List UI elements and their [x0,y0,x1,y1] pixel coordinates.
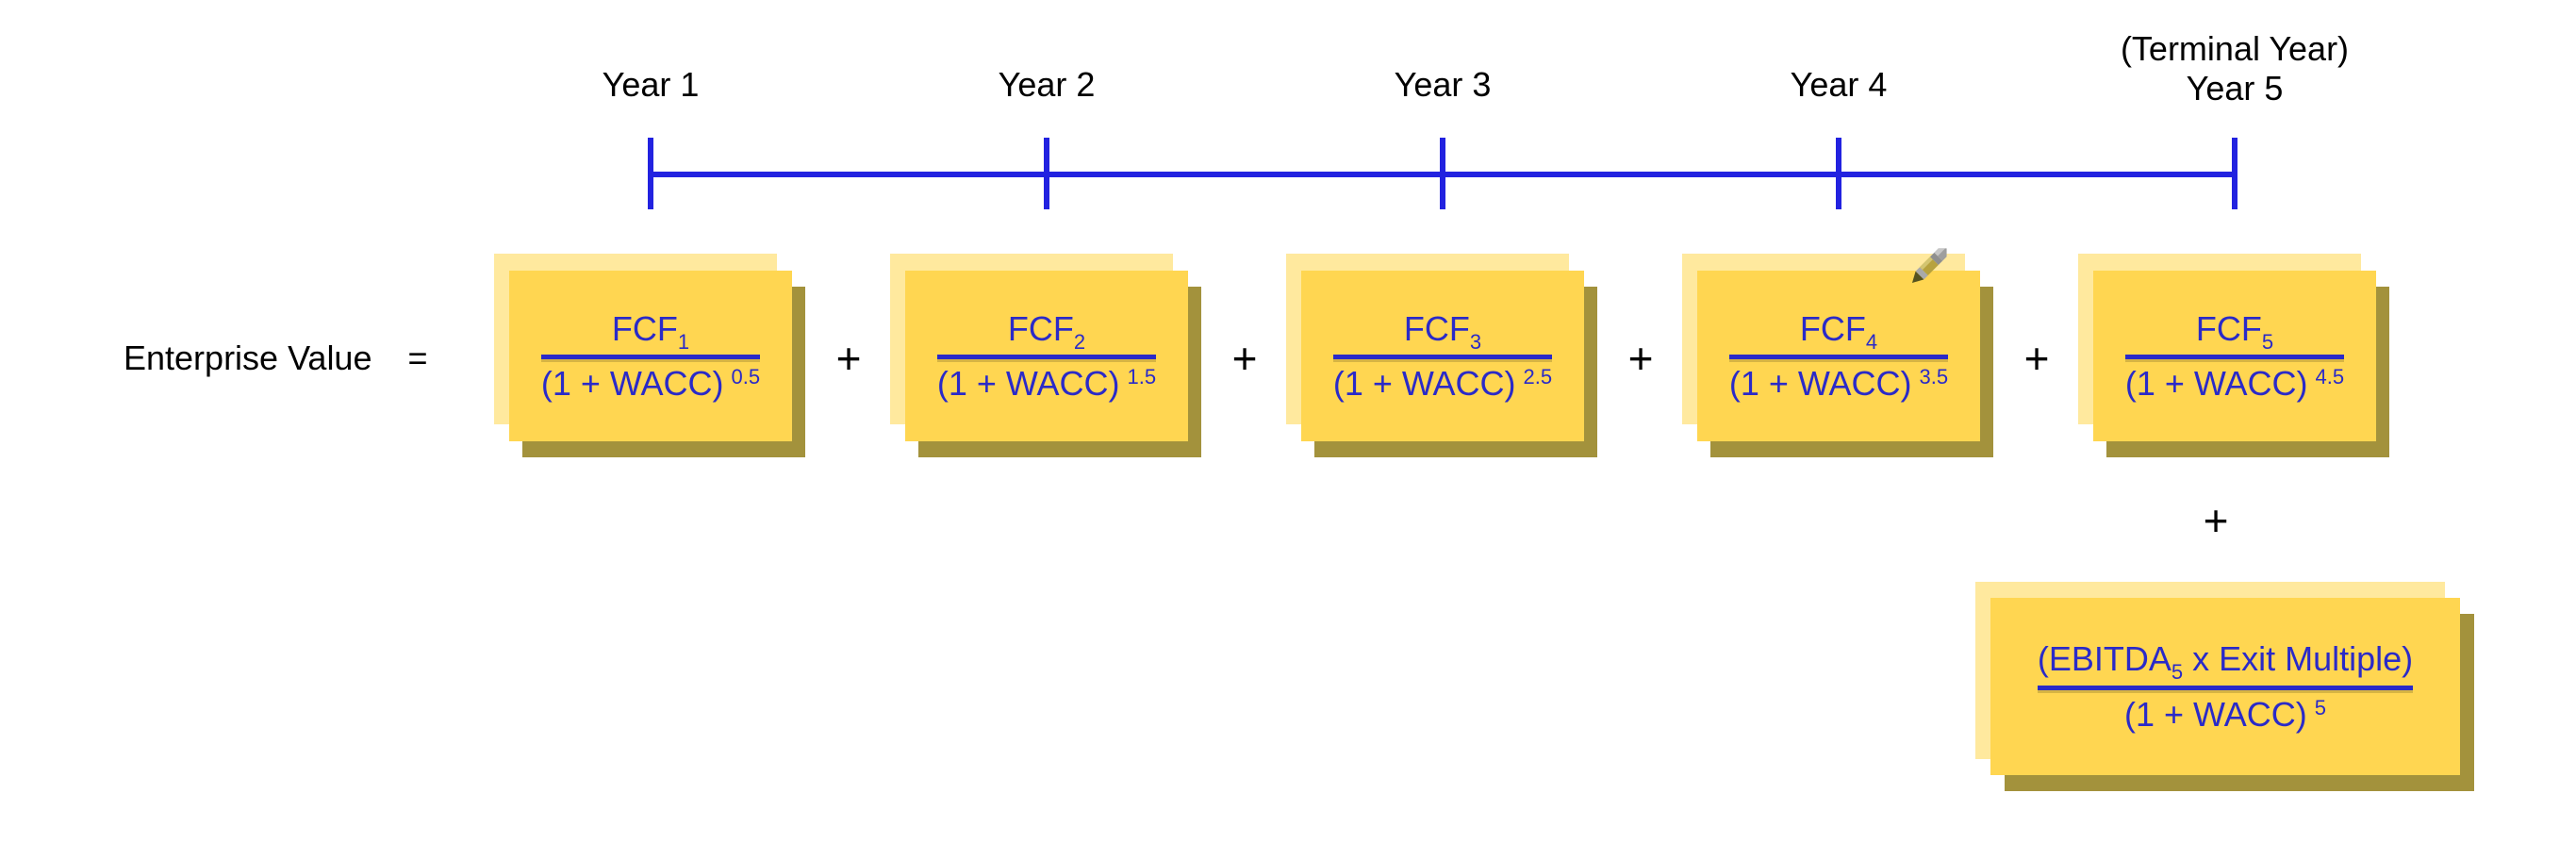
note-face: FCF2 (1 + WACC)1.5 [905,271,1188,441]
denominator: (1 + WACC)0.5 [540,364,761,403]
fraction-bar [540,355,761,359]
timeline-tick-year-3 [1440,138,1445,209]
timeline-tick-year-1 [648,138,653,209]
fcf-note-year-2: FCF2 (1 + WACC)1.5 [890,254,1201,457]
fcf-fraction-2: FCF2 (1 + WACC)1.5 [936,308,1157,404]
denominator: (1 + WACC)2.5 [1332,364,1553,403]
fcf-fraction-4: FCF4 (1 + WACC)3.5 [1728,308,1949,404]
plus-sign-2: + [1231,334,1258,383]
year-2-label: Year 2 [998,65,1096,104]
terminal-value-fraction: (EBITDA5 x Exit Multiple) (1 + WACC)5 [2037,639,2414,734]
terminal-plus-sign: + [2203,496,2229,545]
enterprise-value-label: Enterprise Value [124,339,372,377]
note-face: FCF4 (1 + WACC)3.5 [1697,271,1980,441]
numerator: FCF3 [1403,308,1482,354]
terminal-value-note: (EBITDA5 x Exit Multiple) (1 + WACC)5 [1975,582,2474,791]
note-face: FCF5 (1 + WACC)4.5 [2093,271,2376,441]
fcf-note-year-1: FCF1 (1 + WACC)0.5 [494,254,805,457]
fraction-bar [1728,355,1949,359]
pencil-icon [1911,248,1947,284]
fcf-note-year-3: FCF3 (1 + WACC)2.5 [1286,254,1597,457]
year-5-label: Year 5 [2186,69,2284,107]
year-3-label: Year 3 [1394,65,1492,104]
note-face: FCF3 (1 + WACC)2.5 [1301,271,1584,441]
numerator: FCF5 [2195,308,2274,354]
denominator: (1 + WACC)3.5 [1728,364,1949,403]
plus-sign-1: + [835,334,862,383]
fcf-fraction-3: FCF3 (1 + WACC)2.5 [1332,308,1553,404]
plus-sign-4: + [2023,334,2050,383]
fraction-bar [2037,685,2414,690]
fcf-note-year-5: FCF5 (1 + WACC)4.5 [2078,254,2389,457]
terminal-year-label: (Terminal Year) [2120,29,2350,68]
equation-left-hand-side: Enterprise Value = [124,337,428,380]
year-1-label: Year 1 [602,65,700,104]
numerator: (EBITDA5 x Exit Multiple) [2037,639,2414,685]
plus-sign-3: + [1627,334,1654,383]
timeline-tick-year-5 [2232,138,2237,209]
numerator: FCF4 [1799,308,1878,354]
note-face: FCF1 (1 + WACC)0.5 [509,271,792,441]
fcf-note-year-4: FCF4 (1 + WACC)3.5 [1682,254,1993,457]
equals-sign: = [407,339,428,377]
numerator: FCF2 [1007,308,1086,354]
denominator: (1 + WACC)5 [2124,694,2326,734]
denominator: (1 + WACC)4.5 [2124,364,2345,403]
timeline-tick-year-4 [1836,138,1841,209]
note-face: (EBITDA5 x Exit Multiple) (1 + WACC)5 [1990,598,2460,775]
year-4-label: Year 4 [1790,65,1888,104]
timeline-tick-year-2 [1044,138,1049,209]
numerator: FCF1 [611,308,690,354]
fcf-fraction-5: FCF5 (1 + WACC)4.5 [2124,308,2345,404]
fraction-bar [2124,355,2345,359]
fcf-fraction-1: FCF1 (1 + WACC)0.5 [540,308,761,404]
denominator: (1 + WACC)1.5 [936,364,1157,403]
fraction-bar [1332,355,1553,359]
fraction-bar [936,355,1157,359]
